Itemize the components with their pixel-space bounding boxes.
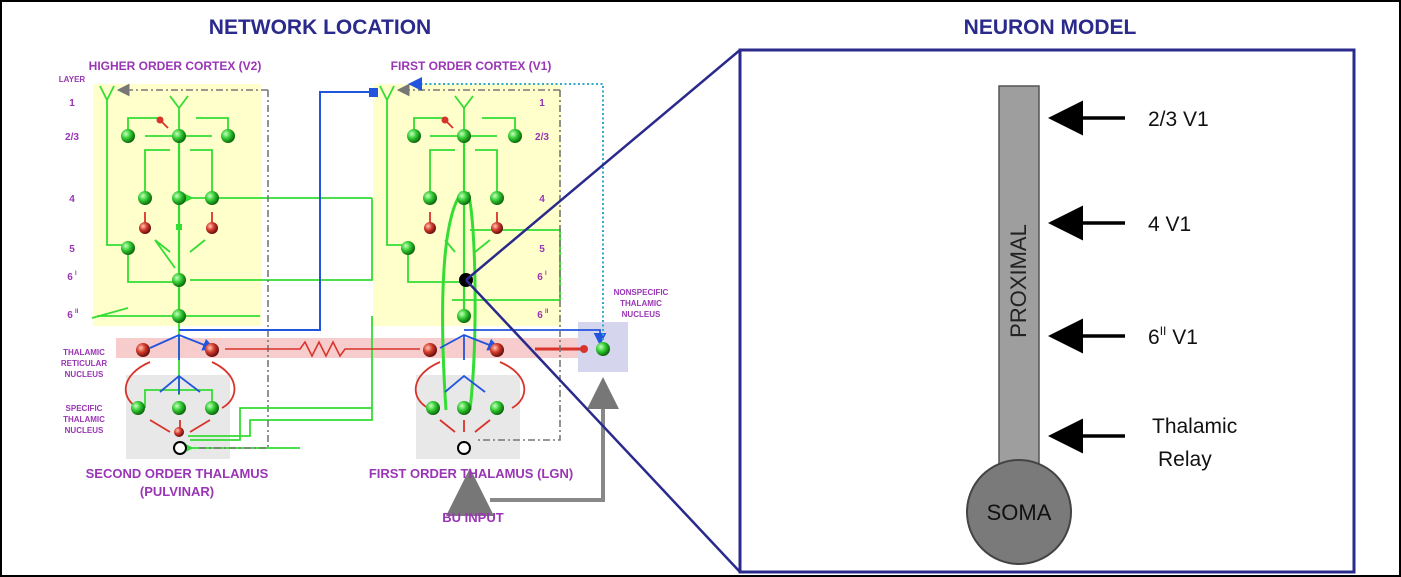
- layer-heading: LAYER: [59, 75, 86, 84]
- dendrite-label: PROXIMAL: [1006, 224, 1031, 338]
- svg-text:THALAMIC: THALAMIC: [63, 415, 105, 424]
- layer-right-6i: 6: [537, 272, 543, 283]
- layer-right-6i-sup: I: [545, 271, 547, 277]
- nonspecific-label: NONSPECIFIC THALAMIC NUCLEUS: [614, 288, 669, 319]
- layer-left-4: 4: [69, 194, 75, 205]
- svg-text:NUCLEUS: NUCLEUS: [622, 310, 661, 319]
- layer-right-6ii-sup: II: [545, 309, 549, 315]
- svg-text:THALAMIC: THALAMIC: [63, 348, 105, 357]
- v1-circuit: [190, 77, 619, 516]
- layer-right-5: 5: [539, 244, 545, 255]
- input-label-23v1: 2/3 V1: [1148, 108, 1209, 131]
- trn-label: THALAMIC RETICULAR NUCLEUS: [61, 348, 107, 379]
- input-label-4v1: 4 V1: [1148, 213, 1191, 236]
- soma: [966, 459, 1072, 565]
- svg-text:NUCLEUS: NUCLEUS: [65, 370, 104, 379]
- v2-cortex-region: [93, 84, 261, 326]
- layer-right-23: 2/3: [535, 132, 549, 143]
- soma-label: SOMA: [987, 500, 1052, 525]
- neurons-v2: [121, 129, 235, 455]
- second-thalamus-sub: (PULVINAR): [140, 484, 214, 499]
- network-title: NETWORK LOCATION: [209, 16, 431, 39]
- svg-text:THALAMIC: THALAMIC: [620, 299, 662, 308]
- layer-left-6ii-sup: II: [75, 309, 79, 315]
- svg-text:NONSPECIFIC: NONSPECIFIC: [614, 288, 669, 297]
- layer-left-6ii: 6: [67, 310, 73, 321]
- layer-left-23: 2/3: [65, 132, 79, 143]
- layer-right-1: 1: [539, 98, 545, 109]
- svg-text:SPECIFIC: SPECIFIC: [66, 404, 103, 413]
- layer-labels-left: 1 2/3 4 5 6 I 6 II: [65, 98, 79, 321]
- first-cortex-label: FIRST ORDER CORTEX (V1): [391, 59, 552, 73]
- svg-text:NUCLEUS: NUCLEUS: [65, 426, 104, 435]
- layer-right-6ii: 6: [537, 310, 543, 321]
- layer-left-6i: 6: [67, 272, 73, 283]
- input-arrows: [1048, 100, 1125, 454]
- v1-cortex-region: [373, 84, 561, 326]
- neuron-title: NEURON MODEL: [964, 16, 1137, 39]
- layer-left-5: 5: [69, 244, 75, 255]
- second-thalamus-label: SECOND ORDER THALAMUS: [86, 466, 269, 481]
- trn-band: [116, 338, 586, 358]
- svg-text:RETICULAR: RETICULAR: [61, 359, 107, 368]
- bu-input-label: BU INPUT: [442, 510, 503, 525]
- layer-labels-right: 1 2/3 4 5 6 I 6 II: [535, 98, 549, 321]
- layer-left-1: 1: [69, 98, 75, 109]
- layer-left-6i-sup: I: [75, 271, 77, 277]
- neurons-v1: [401, 129, 610, 455]
- input-label-relay: Relay: [1158, 448, 1212, 471]
- feedback-terminal: [369, 88, 378, 97]
- layer-right-4: 4: [539, 194, 545, 205]
- zoom-lines: [465, 49, 741, 573]
- higher-cortex-label: HIGHER ORDER CORTEX (V2): [89, 59, 262, 73]
- first-thalamus-label: FIRST ORDER THALAMUS (LGN): [369, 466, 573, 481]
- stn-label: SPECIFIC THALAMIC NUCLEUS: [63, 404, 105, 435]
- input-label-6iiv1: 6II V1: [1148, 324, 1198, 349]
- v2-circuit: [91, 83, 373, 455]
- input-label-thalamic: Thalamic: [1152, 415, 1237, 438]
